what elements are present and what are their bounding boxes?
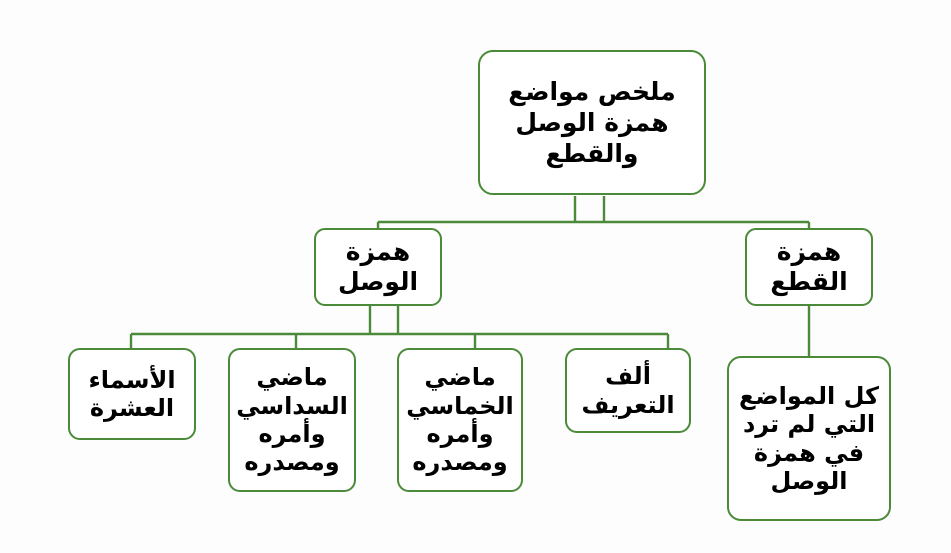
node-leaf-definite-article-alif-label: ألف التعريف — [581, 362, 675, 419]
node-leaf-six-letter-verb: ماضي السداسي وأمره ومصدره — [228, 348, 356, 492]
node-root-label: ملخص مواضع همزة الوصل والقطع — [508, 77, 676, 168]
node-leaf-ten-nouns-label: الأسماء العشرة — [88, 365, 176, 422]
node-leaf-five-letter-verb: ماضي الخماسي وأمره ومصدره — [397, 348, 523, 492]
node-leaf-all-other-positions: كل المواضع التي لم ترد في همزة الوصل — [727, 356, 891, 521]
node-hamzat-al-qat: همزة القطع — [745, 228, 873, 306]
node-leaf-definite-article-alif: ألف التعريف — [565, 348, 691, 433]
node-hamzat-al-qat-label: همزة القطع — [770, 237, 848, 296]
node-leaf-six-letter-verb-label: ماضي السداسي وأمره ومصدره — [236, 363, 348, 477]
node-leaf-ten-nouns: الأسماء العشرة — [68, 348, 196, 440]
node-hamzat-al-wasl: همزة الوصل — [314, 228, 442, 306]
node-hamzat-al-wasl-label: همزة الوصل — [337, 237, 419, 296]
node-leaf-five-letter-verb-label: ماضي الخماسي وأمره ومصدره — [406, 363, 514, 477]
node-leaf-all-other-positions-label: كل المواضع التي لم ترد في همزة الوصل — [739, 381, 879, 495]
node-root-summary: ملخص مواضع همزة الوصل والقطع — [478, 50, 706, 195]
